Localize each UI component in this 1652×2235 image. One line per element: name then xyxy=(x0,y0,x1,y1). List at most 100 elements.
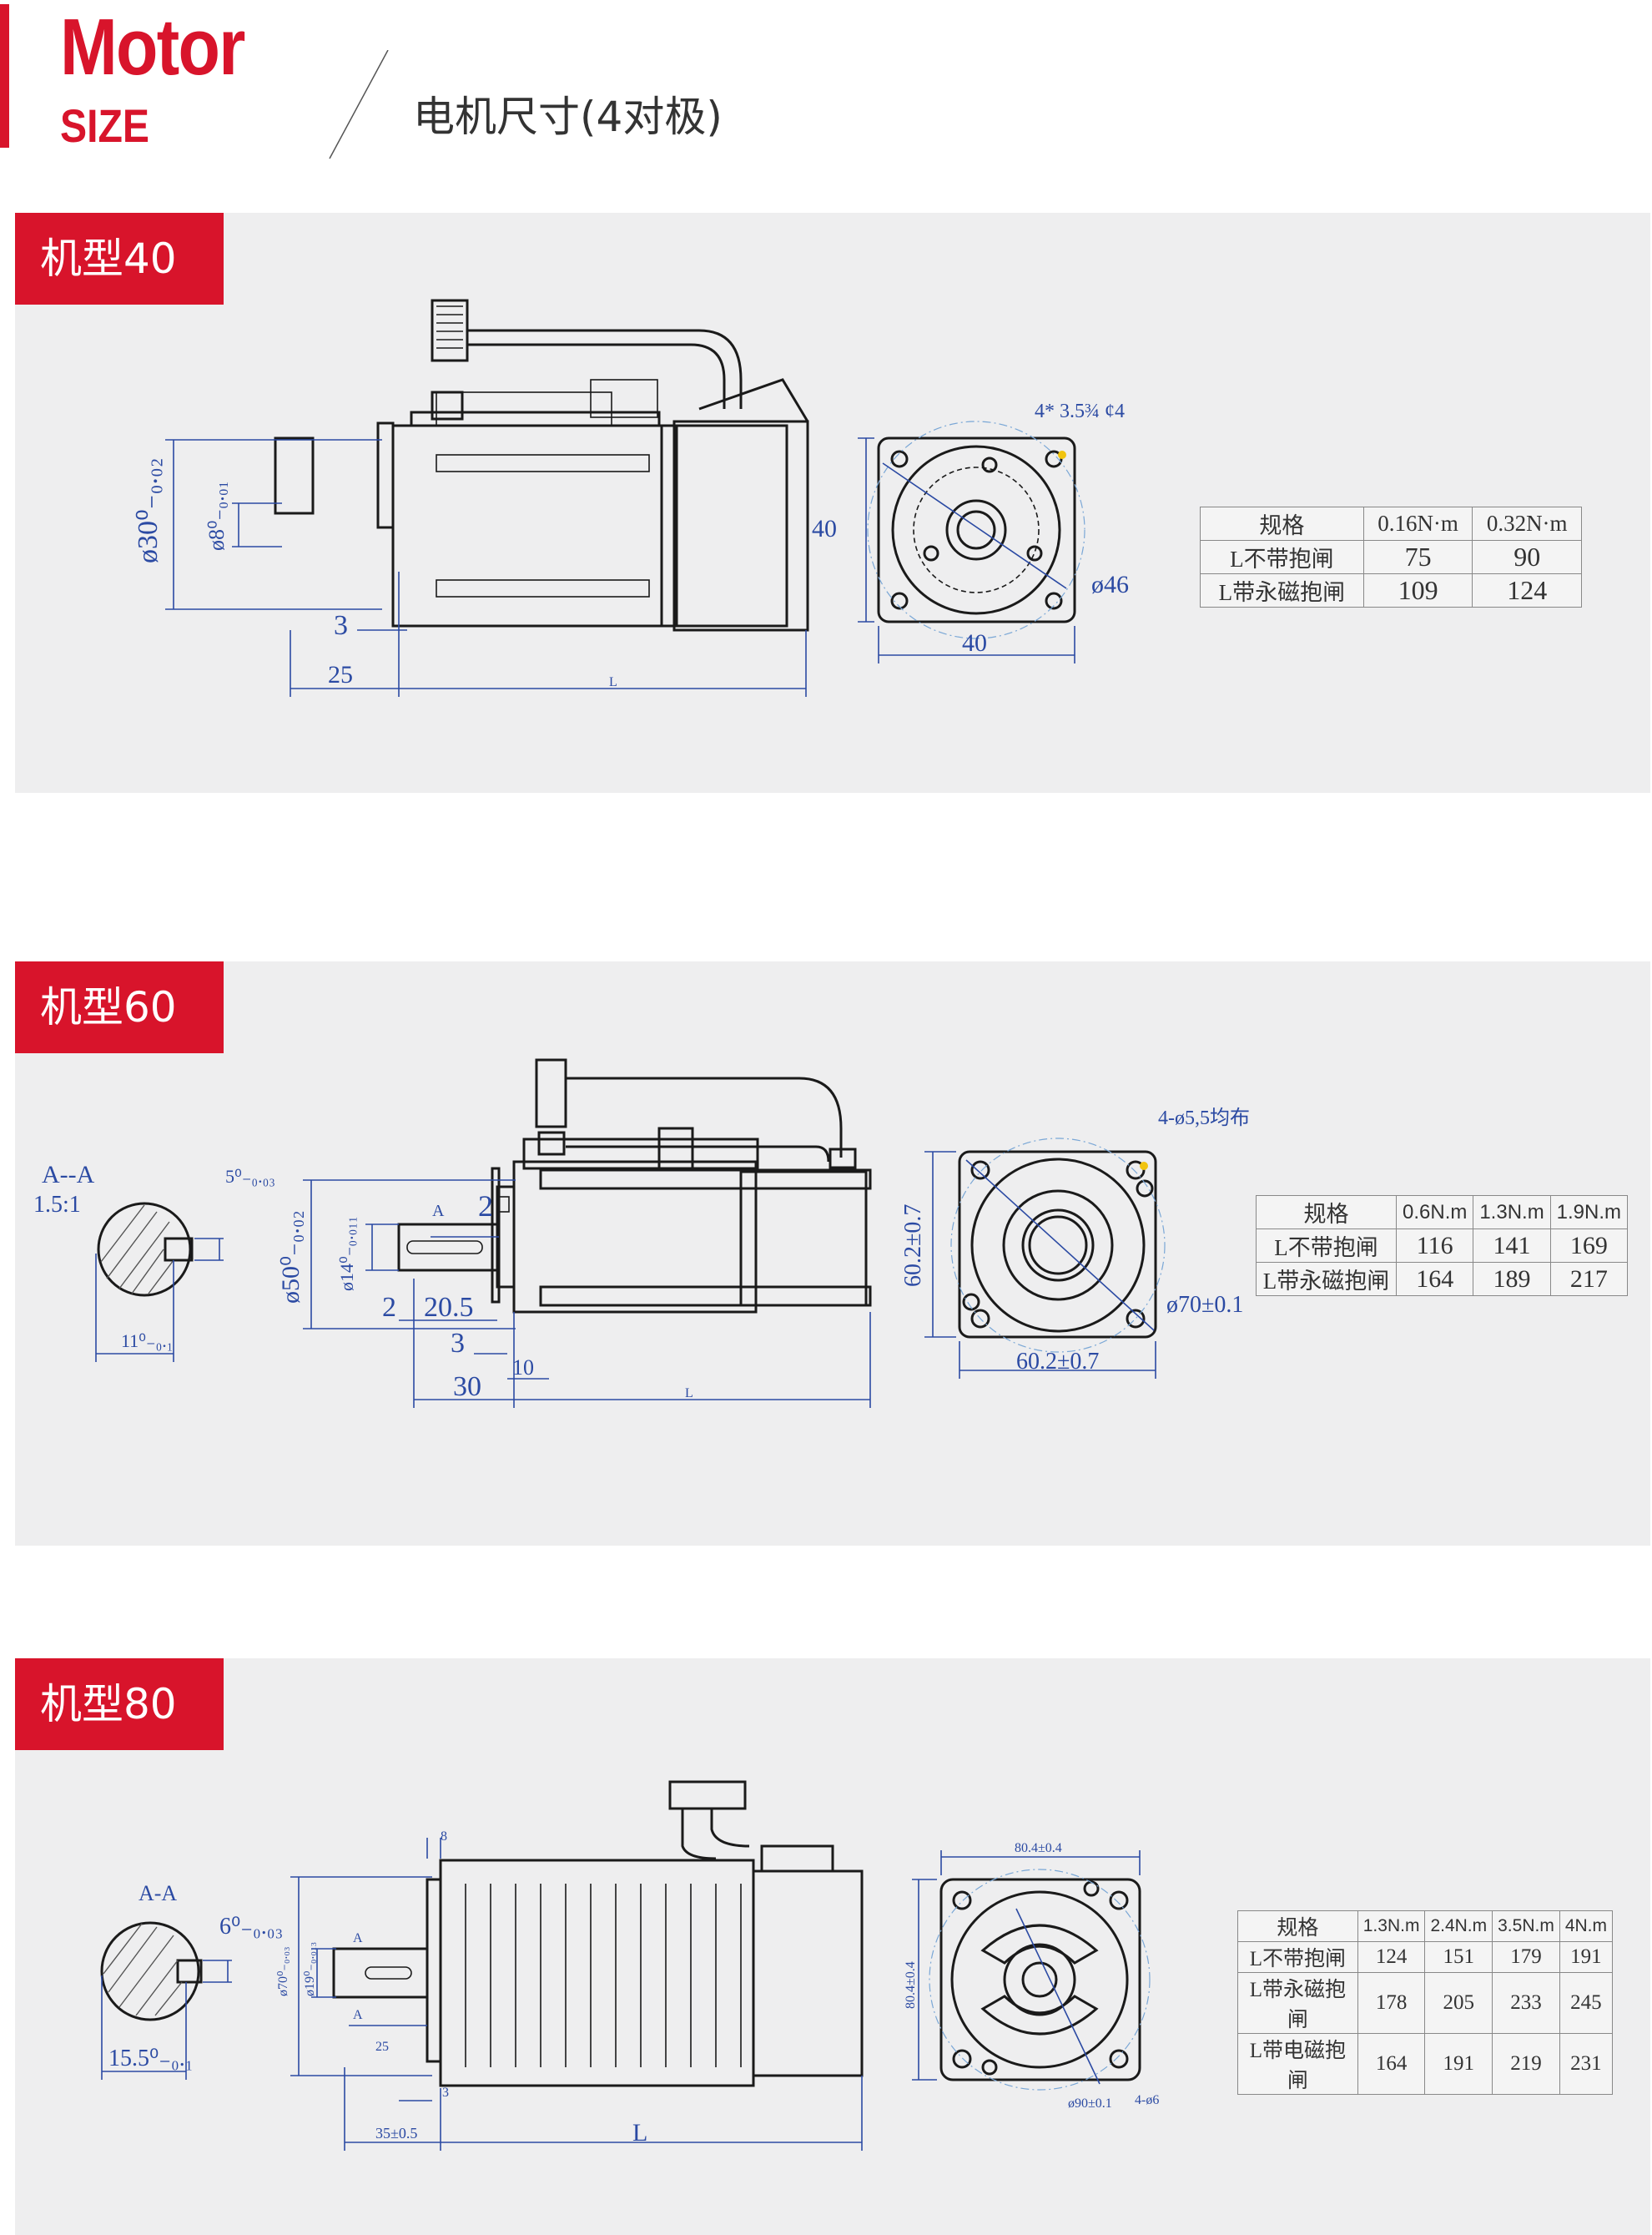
side-view-60 xyxy=(303,1058,872,1408)
table-cell: 245 xyxy=(1559,1972,1614,2034)
table-header-cell: 2.4N.m xyxy=(1424,1910,1493,1942)
dim-25: 25 xyxy=(328,661,353,689)
dim-shaft-dia-70: ø70⁰₋₀.₀₃ xyxy=(276,1946,290,1996)
dim-pcd-90: ø90±0.1 xyxy=(1068,2096,1112,2111)
table-cell: 179 xyxy=(1492,1941,1560,1973)
model-tag-80: 机型80 xyxy=(15,1658,224,1750)
section-model-40: ø30⁰₋₀.₀₂ ø8⁰₋₀.₀₁ 3 25 L 4* 3.5¾ ȼ4 40 … xyxy=(15,213,1650,793)
dim-3: 3 xyxy=(334,610,348,641)
table-cell: 90 xyxy=(1472,540,1582,574)
dim-10: 10 xyxy=(512,1355,534,1380)
page-title: Motor xyxy=(60,3,245,92)
table-header-cell: 0.6N.m xyxy=(1396,1195,1474,1229)
drawing-model-80: A-A 6⁰₋₀.₀₃ 15.5⁰₋₀.₁ xyxy=(100,1780,1159,2151)
section-label-80: A-A xyxy=(139,1881,177,1905)
th: 规格 xyxy=(1200,507,1364,541)
dim-shaft-dia-19: ø19⁰₋₀.₀₁₃ xyxy=(303,1942,317,1996)
dim-pcd-46: ø46 xyxy=(1091,571,1129,598)
dim-A-marker: A xyxy=(432,1202,445,1220)
dim-holes-80: 4-ø6 xyxy=(1135,2093,1159,2107)
dim-8: 8 xyxy=(441,1829,447,1844)
model-tag-40: 机型40 xyxy=(15,213,224,305)
section-model-60: A--A 1.5:1 5⁰₋₀.₀₃ 11⁰₋₀.₁ xyxy=(15,961,1650,1546)
table-header-cell: 1.9N.m xyxy=(1549,1195,1629,1229)
dim-key-5: 5⁰₋₀.₀₃ xyxy=(225,1166,275,1187)
table-cell: 178 xyxy=(1357,1972,1426,2034)
dim-shaft-dia-30: ø30⁰₋₀.₀₂ xyxy=(133,457,164,563)
dim-flange-80-h: 80.4±0.4 xyxy=(1015,1841,1062,1855)
dim-key-6: 6⁰₋₀.₀₃ xyxy=(219,1914,283,1940)
dim-shaft-dia-50: ø50⁰₋₀.₀₂ xyxy=(277,1210,305,1304)
table-cell: 109 xyxy=(1362,573,1473,608)
table-cell: 151 xyxy=(1424,1941,1493,1973)
table-cell: L带永磁抱闸 xyxy=(1255,1262,1398,1296)
table-cell: 164 xyxy=(1396,1262,1474,1296)
th: 0.32N·m xyxy=(1472,507,1582,541)
dim-pcd-70: ø70±0.1 xyxy=(1166,1292,1243,1318)
table-cell: 205 xyxy=(1424,1972,1493,2034)
table-cell: L带电磁抱闸 xyxy=(1237,2033,1358,2095)
table-cell: 231 xyxy=(1559,2033,1614,2095)
page-caption: 电机尺寸(4对极) xyxy=(413,93,723,141)
table-cell: 233 xyxy=(1492,1972,1560,2034)
table-cell: 169 xyxy=(1549,1228,1629,1263)
dim-30: 30 xyxy=(453,1371,481,1402)
dim-A-top: A xyxy=(353,1931,363,1945)
dim-shaft-dia-8: ø8⁰₋₀.₀₁ xyxy=(204,481,229,551)
model-tag-60: 机型60 xyxy=(15,961,224,1053)
dim-flange-40-v: 40 xyxy=(812,515,837,542)
section-model-80: A-A 6⁰₋₀.₀₃ 15.5⁰₋₀.₁ xyxy=(15,1658,1650,2235)
dim-flange-80-v: 80.4±0.4 xyxy=(904,1961,918,2009)
header-divider xyxy=(329,50,389,159)
section-view-80 xyxy=(100,1921,232,2080)
drawing-model-40: ø30⁰₋₀.₀₂ ø8⁰₋₀.₀₁ 3 25 L 4* 3.5¾ ȼ4 40 … xyxy=(133,299,1129,697)
table-cell: L不带抱闸 xyxy=(1237,1941,1358,1973)
dim-35: 35±0.5 xyxy=(375,2125,417,2142)
side-view-40 xyxy=(165,299,809,697)
dim-key-11: 11⁰₋₀.₁ xyxy=(121,1330,173,1351)
dim-25: 25 xyxy=(375,2040,389,2054)
table-cell: 219 xyxy=(1492,2033,1560,2095)
dim-2-top: 2 xyxy=(478,1189,493,1223)
table-cell: L带永磁抱闸 xyxy=(1237,1972,1358,2034)
dim-L: L xyxy=(609,675,617,689)
table-cell: 116 xyxy=(1396,1228,1474,1263)
table-cell: 191 xyxy=(1559,1941,1614,1973)
section-view-60 xyxy=(95,1202,224,1362)
table-cell: 75 xyxy=(1362,540,1473,574)
dim-flange-40-h: 40 xyxy=(962,629,987,657)
table-cell: L带永磁抱闸 xyxy=(1200,573,1364,608)
front-view-60 xyxy=(924,1138,1166,1379)
dim-L: L xyxy=(632,2119,647,2147)
section-label-60: A--A xyxy=(42,1161,95,1188)
table-cell: L不带抱闸 xyxy=(1255,1228,1398,1263)
section-scale-60: 1.5:1 xyxy=(33,1192,81,1218)
dim-flange-60-v: 60.2±0.7 xyxy=(900,1204,926,1287)
front-view-40 xyxy=(858,421,1085,663)
table-cell: 191 xyxy=(1424,2033,1493,2095)
dim-L: L xyxy=(685,1386,693,1400)
th: 0.16N·m xyxy=(1362,507,1473,541)
dim-A-bottom: A xyxy=(353,2008,363,2022)
dim-holes-40: 4* 3.5¾ ȼ4 xyxy=(1035,401,1125,422)
dim-20-5: 20.5 xyxy=(424,1292,474,1323)
drawing-model-60: A--A 1.5:1 5⁰₋₀.₀₃ 11⁰₋₀.₁ xyxy=(33,1058,1250,1408)
table-cell: 217 xyxy=(1549,1262,1629,1296)
table-cell: L不带抱闸 xyxy=(1200,540,1364,574)
dim-flange-60-h: 60.2±0.7 xyxy=(1016,1349,1099,1375)
table-cell: 164 xyxy=(1357,2033,1426,2095)
dim-holes-60: 4-ø5,5均布 xyxy=(1158,1107,1250,1129)
table-cell: 124 xyxy=(1472,573,1582,608)
dim-3: 3 xyxy=(442,2086,449,2100)
header-accent-bar xyxy=(0,4,9,148)
dim-3: 3 xyxy=(451,1328,465,1359)
